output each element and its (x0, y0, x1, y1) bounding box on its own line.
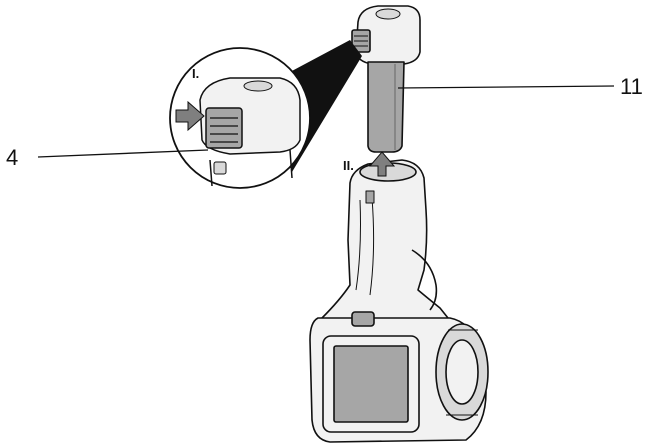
camera-body (309, 159, 489, 443)
leader-line-4 (37, 149, 209, 158)
battery-pack (351, 5, 421, 153)
step-label-two: II. (343, 158, 354, 173)
detail-zoom (169, 40, 362, 189)
callout-label-11: 11 (620, 74, 643, 99)
insert-arrow-icon (368, 151, 396, 177)
callout-label-4: 4 (6, 145, 18, 170)
zoom-wedge (290, 40, 362, 172)
leader-line-11 (397, 85, 615, 89)
step-label-one: I. (192, 66, 199, 81)
push-arrow-icon (175, 100, 205, 132)
